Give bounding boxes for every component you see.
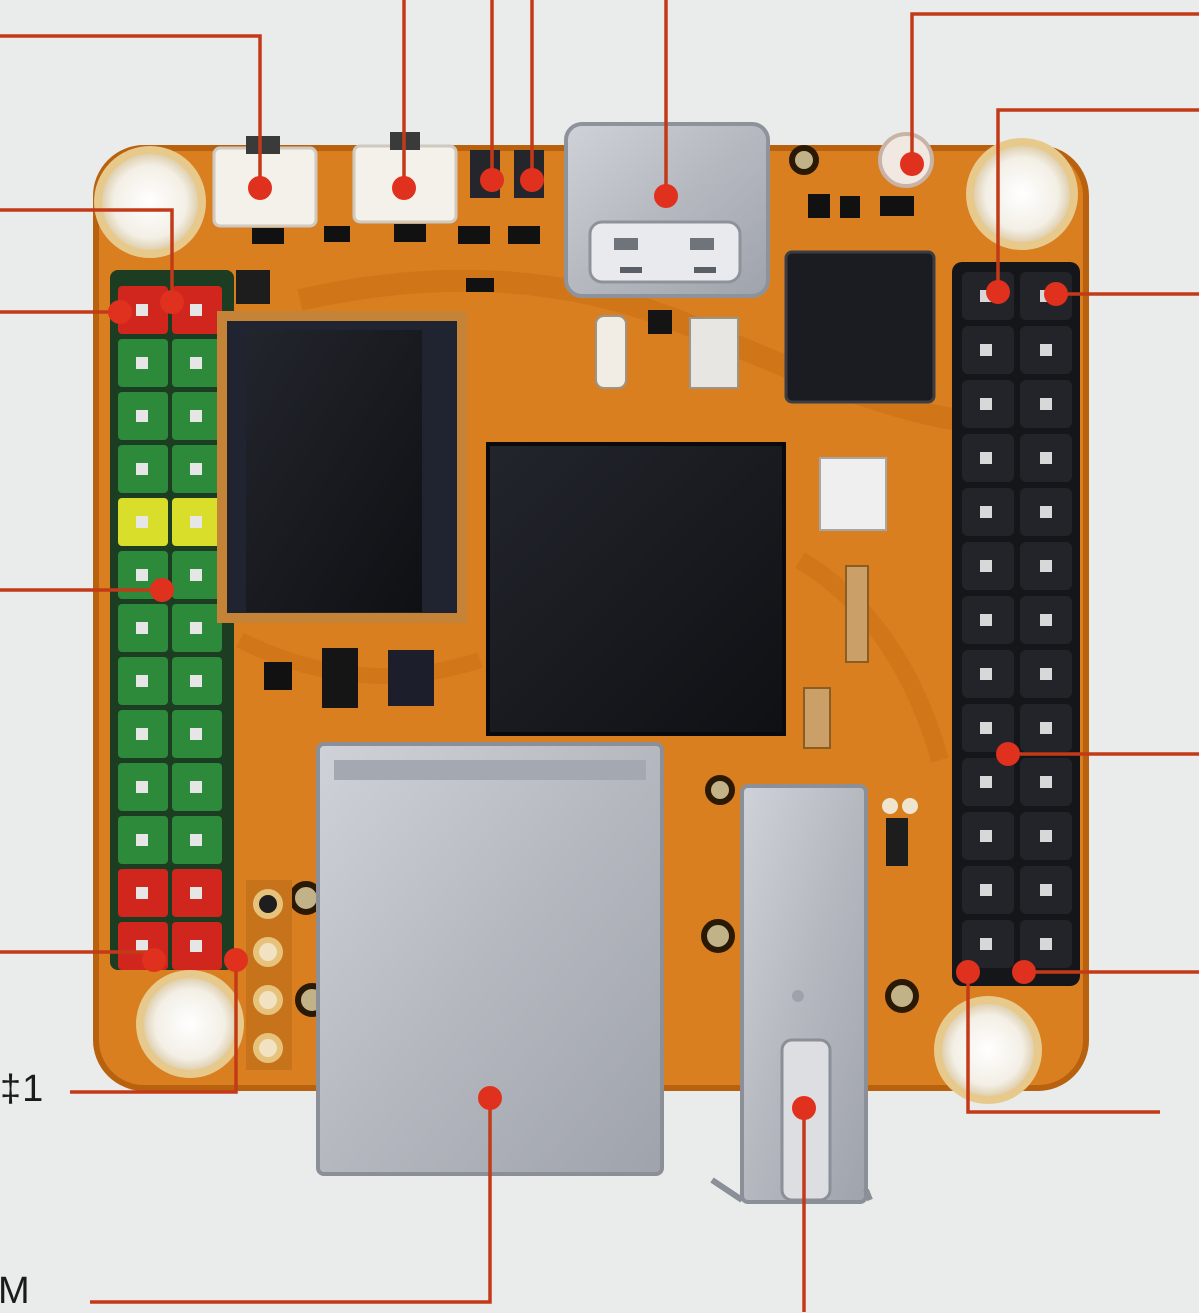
callout-line xyxy=(0,208,174,302)
left-header-pin-tip xyxy=(136,569,148,581)
left-header-pin-tip xyxy=(136,834,148,846)
usb-a-jack xyxy=(710,784,873,1204)
right-header-pin-tip xyxy=(980,776,992,788)
right-header-pin-tip xyxy=(980,452,992,464)
callout-dot xyxy=(392,176,416,200)
right-header-pin-tip xyxy=(980,344,992,356)
right-header-pin-tip xyxy=(980,884,992,896)
right-header-pin-tip xyxy=(980,560,992,572)
callout-line xyxy=(0,34,262,188)
callout-line xyxy=(70,960,238,1094)
right-header-pin-tip xyxy=(980,722,992,734)
right-header-pin-tip xyxy=(980,938,992,950)
left-header-pin-tip xyxy=(190,569,202,581)
left-header-pin-tip xyxy=(190,887,202,899)
left-header-pin-tip xyxy=(136,463,148,475)
left-header-pin-tip xyxy=(190,357,202,369)
left-header-pin-tip xyxy=(190,463,202,475)
right-header-pin-tip xyxy=(980,830,992,842)
right-header-pin-tip xyxy=(1040,614,1052,626)
callout-dot xyxy=(956,960,980,984)
callout-line xyxy=(996,108,1199,292)
right-header-pin-tip xyxy=(1040,938,1052,950)
callout-dot xyxy=(108,300,132,324)
callout-dot xyxy=(520,168,544,192)
left-header-pin-tip xyxy=(190,304,202,316)
left-header-pin-tip xyxy=(190,781,202,793)
mounting-holes xyxy=(94,138,1078,1104)
main-soc xyxy=(486,442,786,736)
right-header-pin-tip xyxy=(1040,398,1052,410)
right-header-pin-tip xyxy=(1040,506,1052,518)
callout-dot xyxy=(224,948,248,972)
right-header-pin-tip xyxy=(1040,668,1052,680)
callout-dot xyxy=(248,176,272,200)
left-header-pin-tip xyxy=(190,516,202,528)
callout-dot xyxy=(900,152,924,176)
qfn-controller xyxy=(784,250,936,404)
left-header-pin-tip xyxy=(190,622,202,634)
smd-components-misc xyxy=(264,310,918,866)
right-header-pin-tip xyxy=(980,614,992,626)
callout-dot xyxy=(142,948,166,972)
right-header-pin-tip xyxy=(980,398,992,410)
right-header-pin-tip xyxy=(980,668,992,680)
callout-dot xyxy=(478,1086,502,1110)
callout-line xyxy=(90,1098,492,1304)
callout-dot xyxy=(480,168,504,192)
callout-dot xyxy=(1012,960,1036,984)
callout-dot xyxy=(996,742,1020,766)
right-header-pin-tip xyxy=(1040,344,1052,356)
left-header-pin-tip xyxy=(136,940,148,952)
callout-line xyxy=(910,12,1199,164)
callout-dot xyxy=(1044,282,1068,306)
left-header-pin-tip xyxy=(190,675,202,687)
left-header-pin-tip xyxy=(136,516,148,528)
callout-line xyxy=(966,972,1160,1114)
left-header-pin-tip xyxy=(190,940,202,952)
left-gpio-header xyxy=(110,270,234,970)
left-header-pin-tip xyxy=(136,887,148,899)
left-header-pin-tip xyxy=(136,675,148,687)
callout-dot xyxy=(160,290,184,314)
callout-dot xyxy=(150,578,174,602)
left-header-pin-tip xyxy=(136,622,148,634)
right-header-pin-tip xyxy=(1040,452,1052,464)
memory-chip xyxy=(217,311,467,623)
right-header-pin-tip xyxy=(1040,776,1052,788)
left-header-pin-tip xyxy=(190,834,202,846)
callout-dot xyxy=(986,280,1010,304)
left-header-pin-tip xyxy=(136,781,148,793)
right-header-pin-tip xyxy=(1040,830,1052,842)
callout-dot xyxy=(654,184,678,208)
right-gpio-header xyxy=(952,262,1080,986)
right-header-pin-tip xyxy=(1040,560,1052,572)
debug-uart-pads xyxy=(246,880,292,1070)
left-header-pin-tip xyxy=(136,357,148,369)
left-header-pin-tip xyxy=(136,410,148,422)
left-header-pin-tip xyxy=(136,304,148,316)
edge-label-left-mid: ‡1 xyxy=(0,1068,45,1110)
right-header-pin-tip xyxy=(980,506,992,518)
edge-label-left-bottom: M xyxy=(0,1270,31,1312)
right-header-pin-tip xyxy=(1040,722,1052,734)
callout-dot xyxy=(792,1096,816,1120)
right-header-pin-tip xyxy=(1040,884,1052,896)
left-header-pin-tip xyxy=(136,728,148,740)
left-header-pin-tip xyxy=(190,410,202,422)
left-header-pin-tip xyxy=(190,728,202,740)
